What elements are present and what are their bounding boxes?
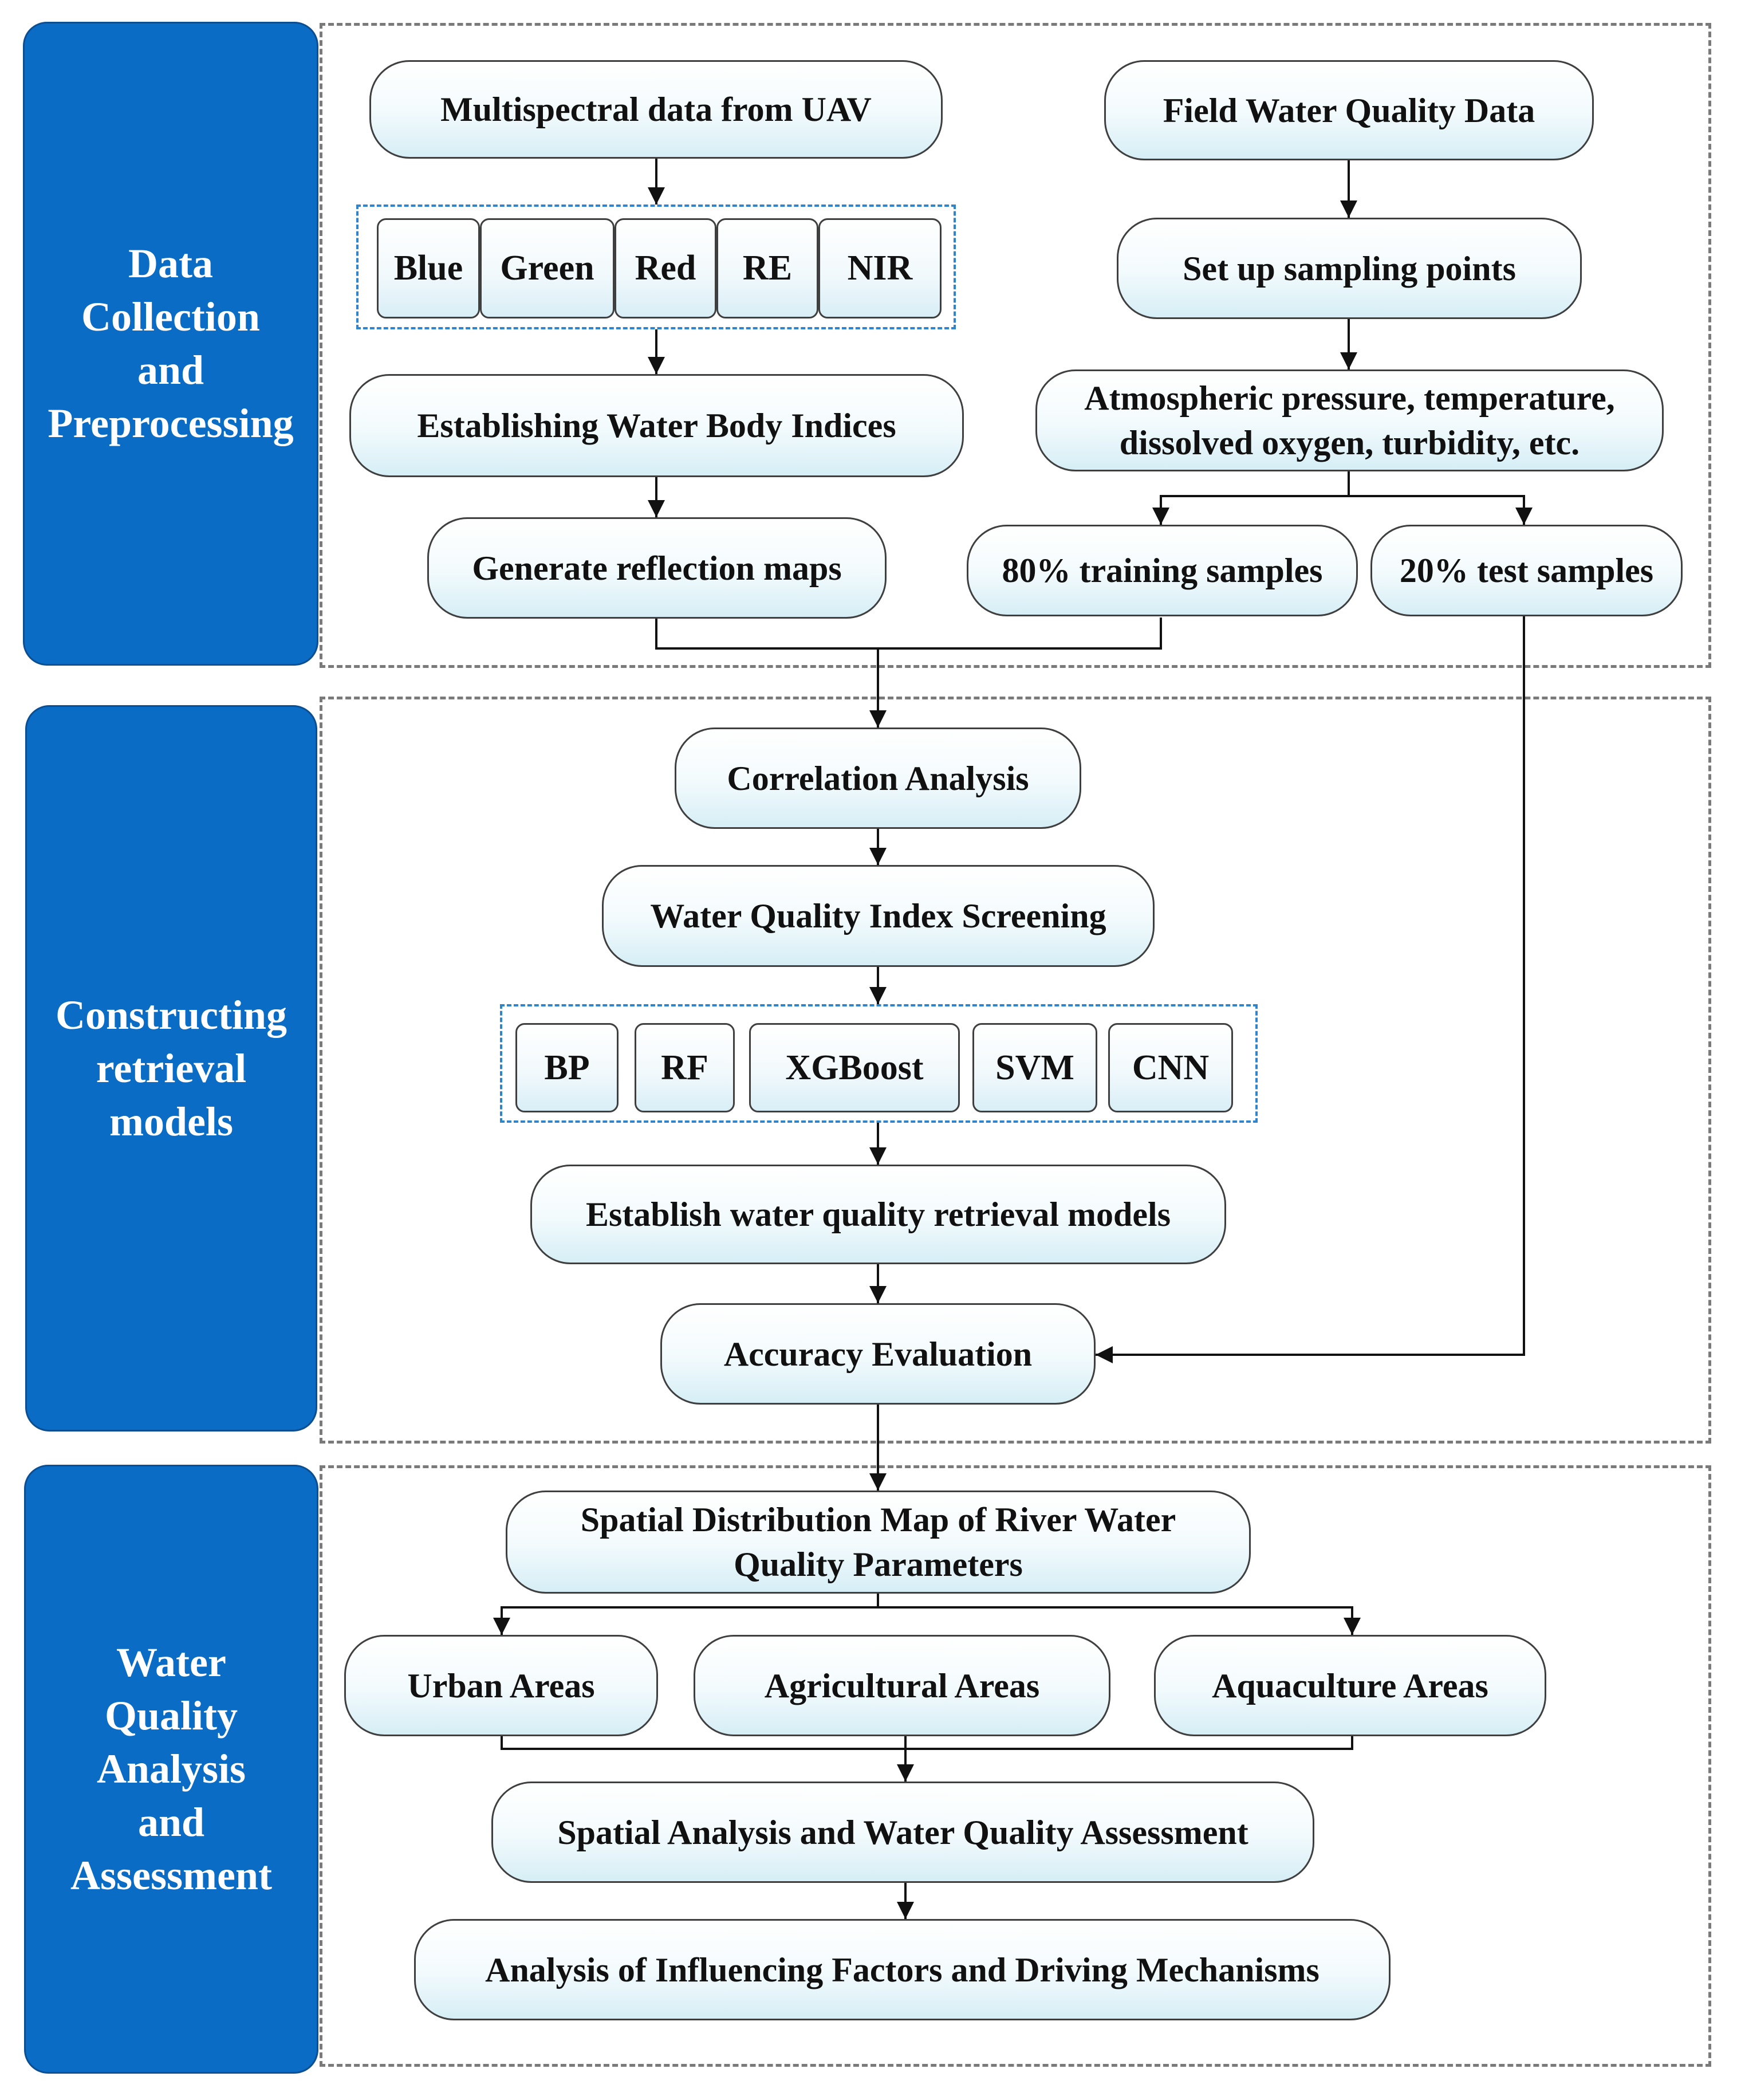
node-aquaculture-areas: Aquaculture Areas — [1154, 1635, 1546, 1736]
stage-constructing-models: Constructing retrieval models — [25, 705, 317, 1432]
node-parameters: Atmospheric pressure, temperature, disso… — [1035, 369, 1664, 471]
band-green: Green — [480, 218, 615, 318]
section-frame-data-collection — [320, 23, 1711, 668]
node-agricultural-areas: Agricultural Areas — [694, 1635, 1110, 1736]
model-cnn: CNN — [1108, 1023, 1233, 1112]
split-map-left — [493, 1606, 878, 1635]
model-bp: BP — [515, 1023, 619, 1112]
split-parameters — [1152, 471, 1350, 525]
split-parameters-test — [1349, 495, 1533, 525]
section-frame-water-quality-analysis — [320, 1465, 1711, 2067]
band-group — [356, 205, 956, 329]
model-rf: RF — [635, 1023, 735, 1112]
node-training-samples: 80% training samples — [967, 525, 1358, 616]
node-influencing-factors: Analysis of Influencing Factors and Driv… — [414, 1919, 1391, 2020]
node-test-samples: 20% test samples — [1370, 525, 1683, 616]
stage-data-collection: Data Collection and Preprocessing — [23, 22, 318, 666]
node-set-up-sampling-points: Set up sampling points — [1117, 218, 1582, 319]
stage-data-collection-label: Data Collection and Preprocessing — [48, 241, 294, 446]
node-index-screening: Water Quality Index Screening — [602, 865, 1155, 967]
line-reflection-merge — [655, 618, 1162, 650]
band-red: Red — [615, 218, 716, 318]
line-areas-merge — [501, 1736, 1353, 1750]
band-nir: NIR — [818, 218, 942, 318]
section-frame-constructing-models — [320, 697, 1711, 1444]
model-group — [500, 1004, 1258, 1123]
node-spatial-distribution-map: Spatial Distribution Map of River Water … — [506, 1491, 1251, 1594]
band-blue: Blue — [377, 218, 480, 318]
stage-water-quality-analysis-label: Water Quality Analysis and Assessment — [70, 1639, 272, 1898]
node-correlation-analysis: Correlation Analysis — [675, 727, 1081, 829]
node-establish-models: Establish water quality retrieval models — [530, 1165, 1226, 1264]
model-xgboost: XGBoost — [749, 1023, 960, 1112]
node-spatial-analysis: Spatial Analysis and Water Quality Asses… — [491, 1782, 1314, 1883]
node-multispectral-data: Multispectral data from UAV — [369, 60, 943, 159]
node-accuracy-evaluation: Accuracy Evaluation — [660, 1303, 1096, 1405]
split-map-right — [878, 1606, 1361, 1635]
node-field-water-quality-data: Field Water Quality Data — [1104, 60, 1594, 160]
stage-constructing-models-label: Constructing retrieval models — [55, 992, 287, 1145]
node-urban-areas: Urban Areas — [344, 1635, 658, 1736]
node-establishing-indices: Establishing Water Body Indices — [349, 374, 964, 477]
node-generate-reflection-maps: Generate reflection maps — [427, 517, 887, 619]
arrow-test-to-accuracy — [1096, 616, 1525, 1363]
band-re: RE — [716, 218, 818, 318]
model-svm: SVM — [972, 1023, 1097, 1112]
stage-water-quality-analysis: Water Quality Analysis and Assessment — [24, 1465, 318, 2074]
